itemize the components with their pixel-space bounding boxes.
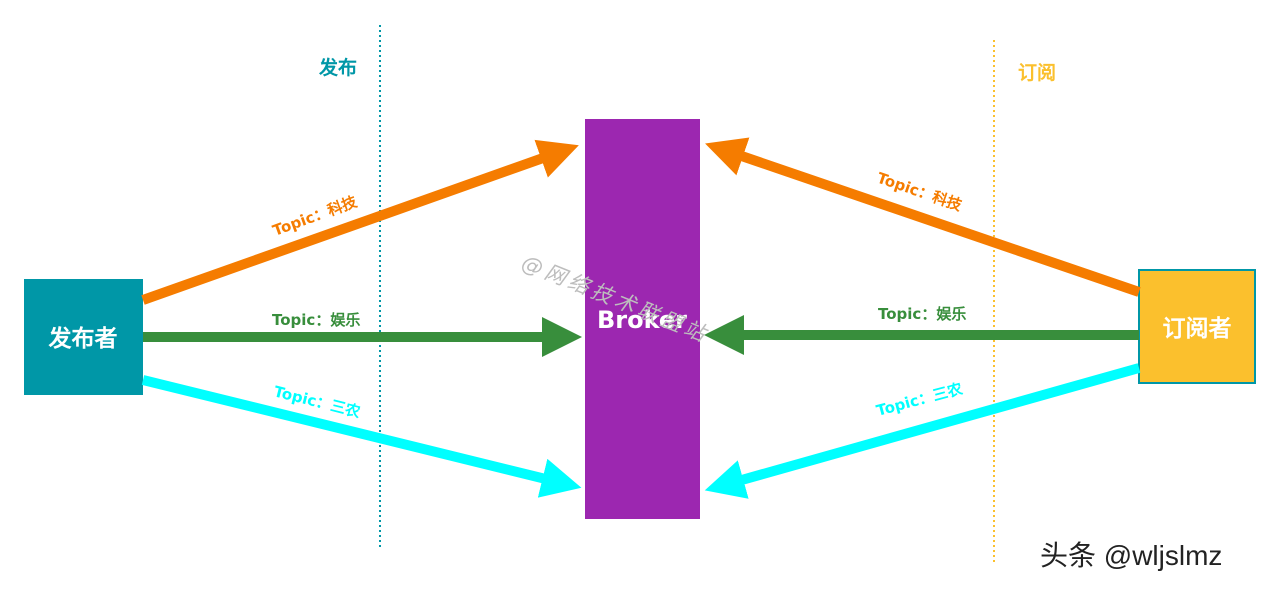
subscribe-topic-entertainment-label: Topic：娱乐 [878, 305, 966, 323]
subscribe-section-label: 订阅 [1018, 62, 1056, 84]
broker-label: Broker [597, 306, 687, 334]
subscriber-label: 订阅者 [1163, 316, 1232, 342]
broker-node [585, 119, 700, 519]
credit-text: 头条 @wljslmz [1040, 540, 1223, 571]
publish-section-label: 发布 [318, 56, 357, 79]
publisher-node [24, 279, 143, 395]
subscribe-topic-agriculture-label: Topic：三农 [874, 380, 964, 420]
publish-arrow-tech [141, 139, 579, 305]
subscribe-arrow-agriculture [704, 363, 1141, 499]
publish-arrow-agriculture [141, 375, 582, 498]
publisher-label: 发布者 [48, 325, 118, 352]
subscriber-node [1138, 269, 1256, 384]
publish-topic-entertainment-label: Topic：娱乐 [272, 311, 360, 329]
subscribe-arrow-tech [705, 137, 1141, 297]
